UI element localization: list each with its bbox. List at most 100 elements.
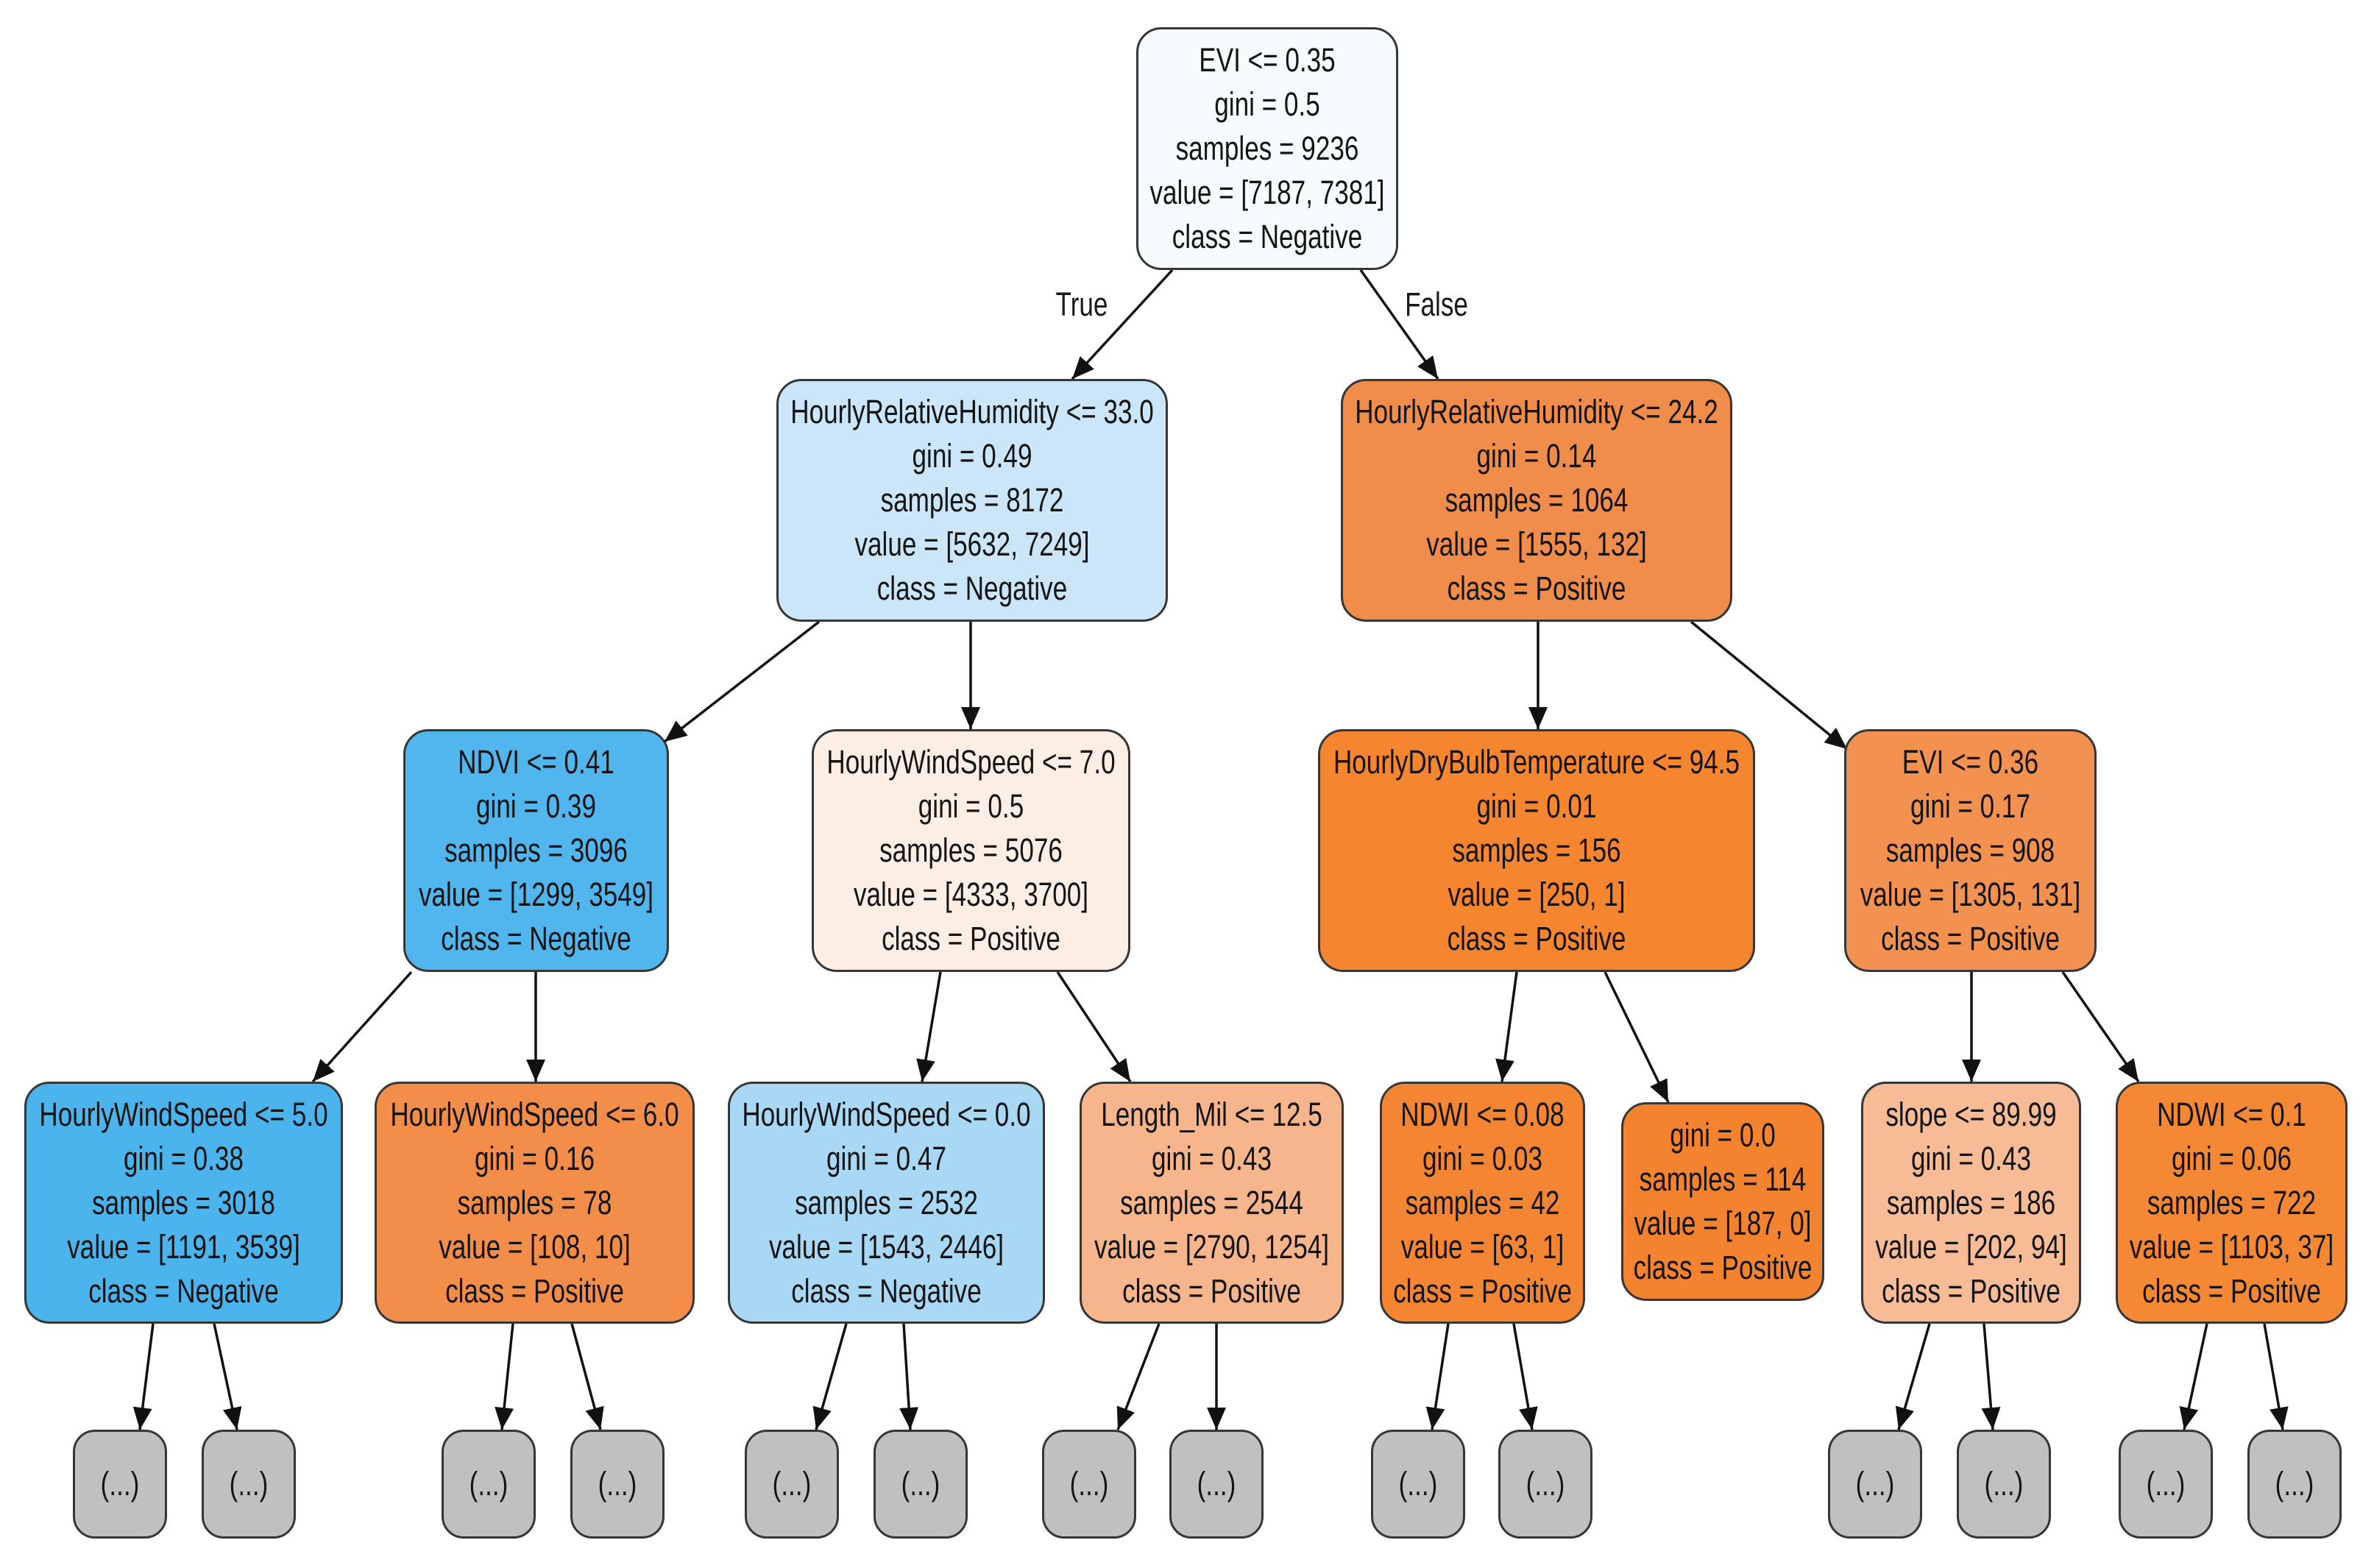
truncated-subtree-node: (...)	[1042, 1430, 1136, 1539]
truncated-label: (...)	[901, 1465, 940, 1503]
truncated-subtree-node: (...)	[1169, 1430, 1264, 1539]
node-split-condition: slope <= 89.99	[1885, 1095, 2057, 1133]
truncated-subtree-node: (...)	[1498, 1430, 1592, 1539]
node-value: value = [7187, 7381]	[1149, 174, 1385, 211]
edge-arrow	[1895, 1323, 1931, 1430]
node-split-condition: Length_Mil <= 12.5	[1101, 1095, 1322, 1133]
node-value: value = [1543, 2446]	[768, 1227, 1004, 1266]
tree-node-hourlywindspeed-50: HourlyWindSpeed <= 5.0 gini = 0.38 sampl…	[24, 1082, 343, 1324]
node-samples: samples = 186	[1886, 1183, 2056, 1221]
node-samples: samples = 5076	[879, 831, 1063, 869]
tree-node-ndwi-01: NDWI <= 0.1 gini = 0.06 samples = 722 va…	[2116, 1082, 2348, 1324]
node-split-condition: HourlyWindSpeed <= 5.0	[39, 1095, 328, 1133]
edge-arrow	[1690, 620, 1849, 751]
node-value: value = [5632, 7249]	[854, 525, 1090, 563]
truncated-subtree-node: (...)	[2247, 1430, 2342, 1539]
tree-node-hourlyrelativehumidity-24: HourlyRelativeHumidity <= 24.2 gini = 0.…	[1341, 379, 1732, 622]
node-samples: samples = 156	[1452, 831, 1621, 869]
tree-node-length-mil-125: Length_Mil <= 12.5 gini = 0.43 samples =…	[1080, 1082, 1344, 1324]
edge-arrow	[1512, 1323, 1538, 1430]
truncated-label: (...)	[2146, 1465, 2186, 1503]
node-gini: gini = 0.49	[912, 437, 1032, 475]
node-value: value = [202, 94]	[1875, 1227, 2067, 1266]
truncated-label: (...)	[229, 1465, 269, 1503]
tree-node-ndwi-008: NDWI <= 0.08 gini = 0.03 samples = 42 va…	[1380, 1082, 1585, 1324]
edge-arrow	[311, 971, 413, 1083]
truncated-label: (...)	[1398, 1465, 1438, 1503]
node-gini: gini = 0.06	[2172, 1139, 2292, 1177]
node-class: class = Positive	[1393, 1271, 1572, 1310]
edge-arrow	[570, 1323, 604, 1430]
node-value: value = [1299, 3549]	[418, 876, 654, 913]
node-gini: gini = 0.16	[475, 1139, 595, 1177]
edge-arrow	[663, 620, 821, 743]
truncated-label: (...)	[772, 1465, 812, 1503]
node-value: value = [187, 0]	[1634, 1205, 1812, 1242]
node-samples: samples = 8172	[880, 481, 1064, 519]
node-value: value = [4333, 3700]	[853, 876, 1089, 913]
node-value: value = [250, 1]	[1448, 876, 1626, 913]
tree-node-root: EVI <= 0.35 gini = 0.5 samples = 9236 va…	[1136, 27, 1398, 270]
tree-node-ndvi-041: NDVI <= 0.41 gini = 0.39 samples = 3096 …	[403, 729, 669, 972]
node-gini: gini = 0.5	[918, 787, 1024, 825]
edge-arrow	[1604, 971, 1670, 1103]
truncated-label: (...)	[2275, 1465, 2314, 1503]
edge-arrow	[132, 1323, 155, 1430]
truncated-subtree-node: (...)	[745, 1430, 839, 1539]
truncated-subtree-node: (...)	[1828, 1430, 1922, 1539]
node-gini: gini = 0.5	[1214, 85, 1320, 123]
truncated-subtree-node: (...)	[874, 1430, 968, 1539]
tree-node-hourlywindspeed-60: HourlyWindSpeed <= 6.0 gini = 0.16 sampl…	[375, 1082, 695, 1324]
node-value: value = [1191, 3539]	[67, 1227, 300, 1266]
false-branch-label: False	[1405, 285, 1468, 323]
truncated-subtree-node: (...)	[202, 1430, 296, 1539]
node-split-condition: HourlyRelativeHumidity <= 24.2	[1355, 393, 1718, 430]
node-samples: samples = 114	[1639, 1160, 1807, 1198]
node-gini: gini = 0.43	[1911, 1139, 2031, 1177]
node-split-condition: EVI <= 0.35	[1199, 41, 1336, 79]
tree-leaf-node-pure: gini = 0.0 samples = 114 value = [187, 0…	[1621, 1102, 1824, 1301]
node-samples: samples = 2532	[795, 1183, 978, 1221]
edge-arrow	[899, 1323, 919, 1430]
node-class: class = Positive	[1447, 920, 1626, 957]
node-class: class = Negative	[791, 1271, 982, 1310]
edge-arrow	[2179, 1323, 2208, 1430]
node-class: class = Negative	[441, 920, 631, 957]
node-samples: samples = 1064	[1445, 481, 1629, 519]
edge-arrow	[1071, 269, 1174, 380]
node-split-condition: NDVI <= 0.41	[458, 743, 614, 781]
node-value: value = [1103, 37]	[2129, 1227, 2334, 1266]
truncated-label: (...)	[1984, 1465, 2024, 1503]
node-split-condition: HourlyWindSpeed <= 0.0	[742, 1095, 1031, 1133]
node-gini: gini = 0.0	[1670, 1116, 1776, 1154]
node-value: value = [1305, 131]	[1860, 876, 2081, 913]
node-value: value = [1555, 132]	[1426, 525, 1647, 563]
node-split-condition: NDWI <= 0.1	[2157, 1095, 2306, 1133]
node-value: value = [2790, 1254]	[1094, 1227, 1330, 1266]
truncated-subtree-node: (...)	[2119, 1430, 2213, 1539]
node-samples: samples = 3018	[92, 1183, 275, 1221]
node-samples: samples = 78	[457, 1183, 612, 1221]
tree-node-slope-8999: slope <= 89.99 gini = 0.43 samples = 186…	[1861, 1082, 2081, 1324]
truncated-subtree-node: (...)	[1957, 1430, 2051, 1539]
truncated-subtree-node: (...)	[442, 1430, 536, 1539]
node-class: class = Positive	[882, 920, 1060, 957]
tree-node-evi-036: EVI <= 0.36 gini = 0.17 samples = 908 va…	[1844, 729, 2097, 972]
node-value: value = [108, 10]	[439, 1227, 631, 1266]
edge-arrow	[1981, 1323, 2001, 1430]
node-class: class = Negative	[1172, 218, 1363, 255]
truncated-subtree-node: (...)	[1371, 1430, 1465, 1539]
node-split-condition: NDWI <= 0.08	[1400, 1095, 1565, 1133]
node-samples: samples = 3096	[444, 831, 628, 869]
edge-arrow	[1116, 1323, 1161, 1430]
node-samples: samples = 908	[1885, 831, 2055, 869]
node-class: class = Positive	[1633, 1249, 1813, 1286]
node-split-condition: HourlyWindSpeed <= 6.0	[390, 1095, 679, 1133]
truncated-label: (...)	[1197, 1465, 1236, 1503]
truncated-label: (...)	[1526, 1465, 1565, 1503]
tree-node-hourlywindspeed-70: HourlyWindSpeed <= 7.0 gini = 0.5 sample…	[812, 729, 1130, 972]
edge-arrow	[1359, 269, 1439, 380]
node-class: class = Positive	[1122, 1271, 1301, 1310]
node-gini: gini = 0.01	[1476, 787, 1597, 825]
